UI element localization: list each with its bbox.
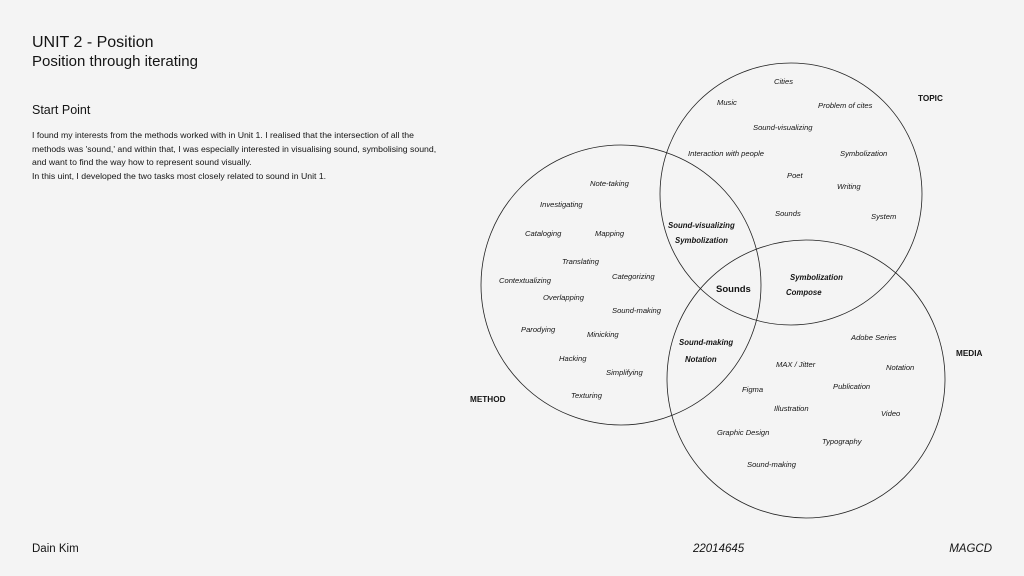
- topic-item: Writing: [837, 182, 861, 191]
- topic-item: Sounds: [775, 209, 801, 218]
- method-media-overlap-item: Notation: [685, 355, 717, 364]
- intro-line: I found my interests from the methods wo…: [32, 130, 414, 140]
- method-item: Contextualizing: [499, 276, 552, 285]
- topic-item: Problem of cites: [818, 101, 873, 110]
- intro-line: and want to find the way how to represen…: [32, 157, 252, 168]
- topic-item: Poet: [787, 171, 804, 180]
- method-item: Sound-making: [612, 306, 662, 315]
- topic-item: Music: [717, 98, 737, 107]
- media-item: Typography: [822, 437, 863, 446]
- student-id: 22014645: [693, 543, 745, 555]
- topic-item: Symbolization: [840, 149, 887, 158]
- method-circle: [480, 144, 762, 426]
- topic-media-overlap-item: Symbolization: [790, 273, 843, 282]
- media-item: Figma: [742, 385, 763, 394]
- topic-set-label: TOPIC: [918, 94, 943, 103]
- method-item: Cataloging: [525, 229, 562, 238]
- topic-item: Interaction with people: [688, 149, 764, 158]
- topic-method-overlap-item: Sound-visualizing: [668, 221, 735, 230]
- media-item: Video: [881, 409, 900, 418]
- intro-line: In this uint, I developed the two tasks …: [32, 170, 327, 181]
- page-subtitle: Position through iterating: [32, 53, 198, 70]
- intro-section: Start Point I found my interests from th…: [32, 103, 518, 183]
- topic-method-overlap-item: Symbolization: [675, 236, 728, 245]
- media-set-label: MEDIA: [956, 349, 982, 358]
- header: UNIT 2 - Position Position through itera…: [32, 33, 198, 71]
- media-circle: [666, 239, 946, 519]
- intro-line: methods was 'sound,' and within that, I …: [32, 143, 437, 154]
- method-item: Texturing: [571, 391, 603, 400]
- media-item: Adobe Series: [850, 333, 897, 342]
- topic-item: Sound-visualizing: [753, 123, 813, 132]
- topic-item: System: [871, 212, 896, 221]
- topic-item: Cities: [774, 77, 793, 86]
- method-item: Translating: [562, 257, 600, 266]
- intro-paragraph: I found my interests from the methods wo…: [32, 129, 518, 183]
- media-item: Publication: [833, 382, 870, 391]
- method-item: Simplifying: [606, 368, 643, 377]
- section-heading: Start Point: [32, 103, 91, 117]
- author-name: Dain Kim: [32, 543, 79, 555]
- media-item: Illustration: [774, 404, 809, 413]
- topic-circle: [659, 62, 923, 326]
- method-item: Categorizing: [612, 272, 655, 281]
- method-media-overlap-item: Sound-making: [679, 338, 733, 347]
- method-item: Parodying: [521, 325, 556, 334]
- course-code: MAGCD: [949, 543, 992, 555]
- method-item: Mapping: [595, 229, 625, 238]
- media-item: Sound-making: [747, 460, 797, 469]
- method-item: Hacking: [559, 354, 587, 363]
- method-item: Minicking: [587, 330, 619, 339]
- center-overlap-label: Sounds: [716, 284, 751, 295]
- page-title: UNIT 2 - Position: [32, 34, 154, 51]
- method-set-label: METHOD: [470, 395, 506, 404]
- media-item: MAX / Jitter: [776, 360, 816, 369]
- topic-media-overlap-item: Compose: [786, 288, 822, 297]
- method-item: Investigating: [540, 200, 583, 209]
- media-item: Notation: [886, 363, 914, 372]
- method-item: Note-taking: [590, 179, 630, 188]
- method-item: Overlapping: [543, 293, 585, 302]
- media-item: Graphic Design: [717, 428, 769, 437]
